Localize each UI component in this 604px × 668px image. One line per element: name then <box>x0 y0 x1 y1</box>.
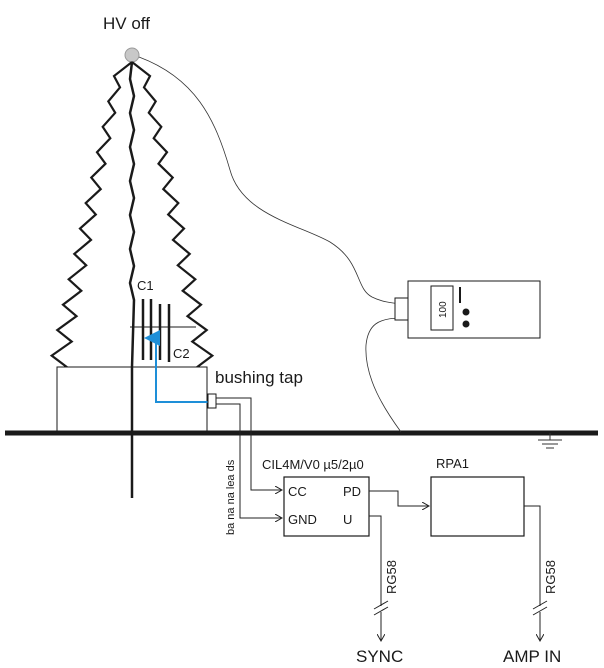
bushing-tap-connector <box>207 393 236 409</box>
capacitor-plates <box>130 299 196 362</box>
cable-left-label: RG58 <box>384 560 399 594</box>
module-port-cc: CC <box>288 484 307 499</box>
module-label: CIL4M/V0 µ5/2µ0 <box>262 457 364 472</box>
hv-electrode-icon <box>124 47 140 63</box>
lead-cc <box>236 397 281 490</box>
cable-note-label: ba na na lea ds <box>225 459 237 535</box>
cable-break-icon <box>532 600 548 616</box>
capacitor-c2-label: C2 <box>173 346 190 361</box>
module-port-u: U <box>343 512 352 527</box>
output-amp-label: AMP IN <box>503 647 561 666</box>
calibrator-ground-wire <box>365 317 402 433</box>
calibrator-display-value: 100 <box>438 301 449 318</box>
rpa-label: RPA1 <box>436 456 469 471</box>
module-box <box>283 476 370 537</box>
cable-break-icon <box>373 600 389 616</box>
bushing-shed-right <box>131 61 215 369</box>
output-sync-label: SYNC <box>356 647 403 666</box>
lead-gnd <box>230 403 281 518</box>
cable-sync <box>369 515 382 606</box>
rpa-box <box>430 476 525 537</box>
bushing-conductor <box>128 61 136 368</box>
bushing-tap-label: bushing tap <box>215 368 303 387</box>
calibrator-knob-icon <box>462 320 470 328</box>
calibrator-knob-icon <box>462 308 470 316</box>
lead-pd-to-rpa <box>369 490 428 506</box>
module-port-pd: PD <box>343 484 361 499</box>
cable-amp <box>524 505 541 606</box>
calibrator-hv-wire <box>138 56 402 305</box>
capacitor-c1-label: C1 <box>137 278 154 293</box>
bushing-shed-left <box>49 61 133 369</box>
cable-right-label: RG58 <box>543 560 558 594</box>
module-port-gnd: GND <box>288 512 317 527</box>
hv-status-label: HV off <box>103 14 150 33</box>
calibrator-device <box>394 280 541 339</box>
tap-wire <box>144 330 212 403</box>
ground-symbol-icon <box>538 433 562 449</box>
